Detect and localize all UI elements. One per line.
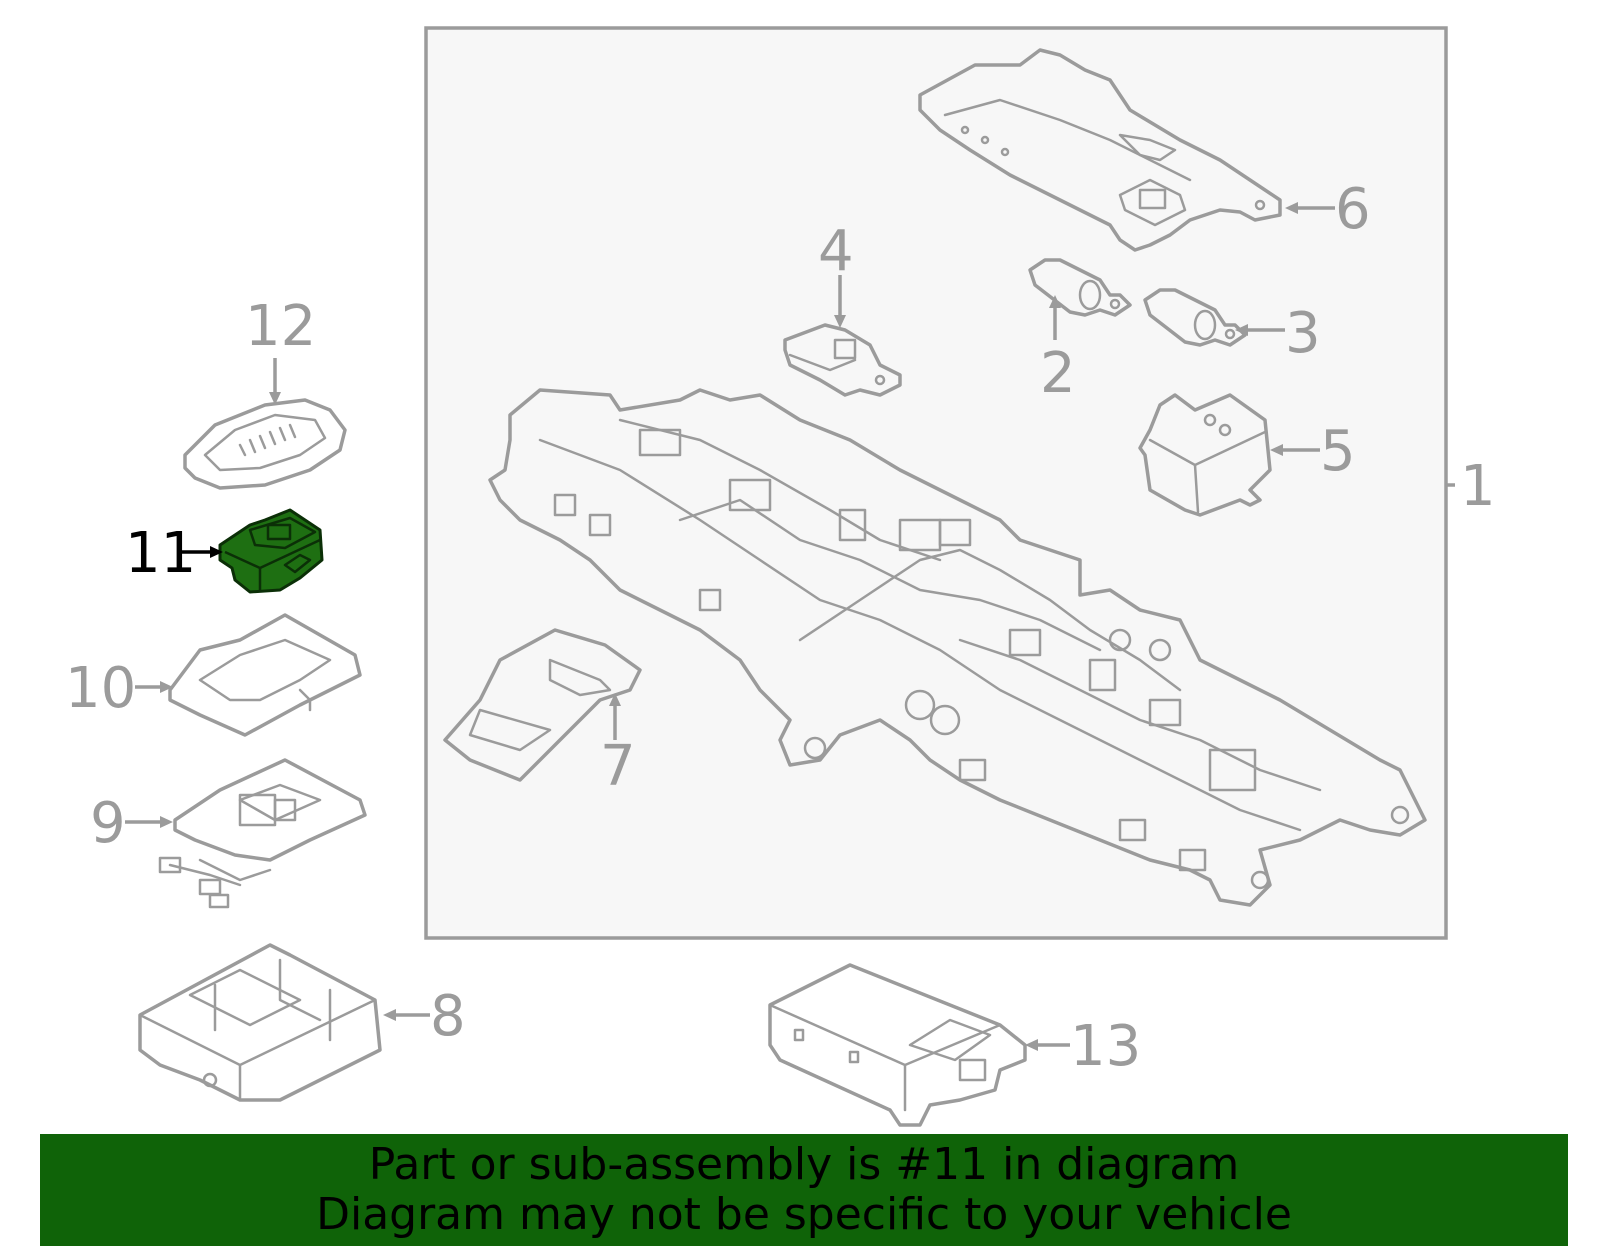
part-3-cylinder[interactable] [1143, 288, 1247, 347]
callout-9: 9 [90, 791, 126, 856]
callout-8: 8 [430, 984, 466, 1049]
callout-13: 13 [1070, 1014, 1141, 1079]
callout-5: 5 [1320, 419, 1356, 484]
part-6-top-cover[interactable] [918, 48, 1282, 252]
part-11-switch-highlighted[interactable] [218, 508, 324, 594]
callout-11: 11 [125, 521, 196, 586]
callout-2: 2 [1040, 341, 1076, 406]
part-10-frame-bezel[interactable] [168, 613, 362, 737]
callout-6: 6 [1335, 177, 1371, 242]
callout-10: 10 [65, 656, 136, 721]
part-7-bracket-plate[interactable] [443, 628, 642, 782]
part-4-sensor-module[interactable] [783, 323, 902, 397]
callout-4: 4 [818, 219, 854, 284]
part-1-console-frame[interactable] [488, 388, 1427, 907]
part-13-control-unit[interactable] [768, 963, 1027, 1127]
part-2-cylinder[interactable] [1028, 258, 1132, 317]
part-9-wired-module[interactable] [158, 758, 367, 909]
assembly-panel [424, 26, 1448, 940]
callout-1: 1 [1460, 454, 1496, 519]
footer-banner: Part or sub-assembly is #11 in diagram D… [40, 1134, 1568, 1246]
callout-7: 7 [600, 734, 636, 799]
part-12-vent-grille[interactable] [183, 398, 347, 490]
callout-3: 3 [1285, 301, 1321, 366]
footer-line-1: Part or sub-assembly is #11 in diagram [368, 1139, 1240, 1190]
footer-line-2: Diagram may not be specific to your vehi… [316, 1189, 1292, 1240]
leader-arrows [125, 202, 1455, 1051]
part-8-bottom-tray[interactable] [138, 943, 382, 1102]
part-5-box-module[interactable] [1138, 393, 1272, 517]
callout-12: 12 [245, 294, 316, 359]
